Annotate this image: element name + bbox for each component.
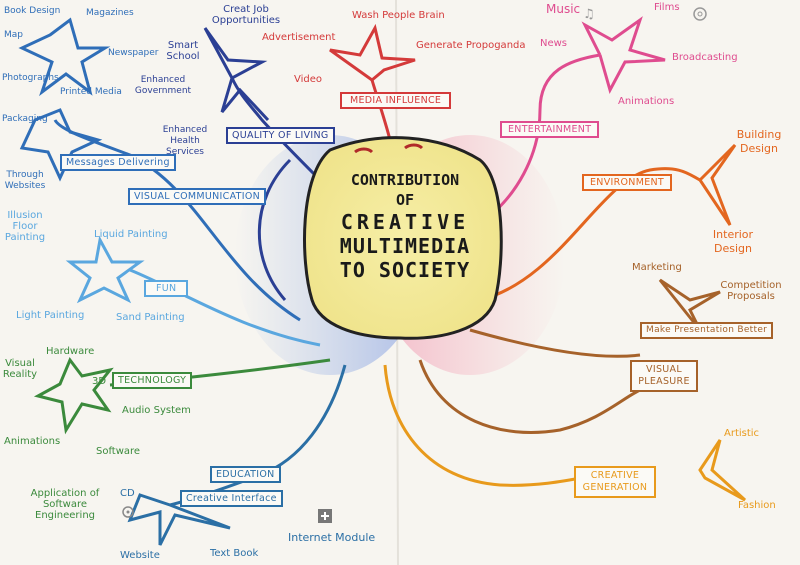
text-book-label: Text Book (210, 548, 259, 559)
animations-green-label: Animations (4, 436, 61, 447)
internet-module-label: Internet Module (288, 531, 376, 544)
center-title: CONTRIBUTION OF CREATIVE MULTIMEDIA TO S… (316, 170, 494, 282)
news-label: News (540, 38, 568, 49)
center-line-3: CREATIVE (340, 210, 470, 234)
environment-box: ENVIRONMENT (582, 174, 673, 191)
fun-box: FUN (144, 280, 189, 297)
entertainment-box: ENTERTAINMENT (500, 121, 600, 138)
3d-label: 3D (92, 376, 107, 387)
newspaper-label: Newspaper (108, 48, 159, 58)
visual-communication-box: VISUAL COMMUNICATION (128, 188, 267, 205)
quality-of-living-box: QUALITY OF LIVING (226, 127, 335, 144)
messages-delivering-box: Messages Delivering (60, 154, 176, 171)
music-label: Music (546, 2, 581, 16)
enhanced-government-label: Enhanced Government (134, 75, 192, 96)
creative-interface-box: Creative Interface (180, 490, 283, 507)
competition-proposals-label: Competition Proposals (720, 280, 782, 302)
right-eye-mark (404, 143, 424, 150)
wash-people-brain-label: Wash People Brain (352, 10, 445, 21)
visual-pleasure-box: VISUAL PLEASURE (630, 360, 698, 392)
music-note-icon: ♫ (583, 7, 595, 22)
enhanced-health-label: Enhanced Health Services (162, 125, 208, 157)
fashion-label: Fashion (738, 500, 776, 511)
video-label: Video (294, 74, 323, 85)
light-painting-label: Light Painting (16, 310, 85, 321)
center-line-5: TO SOCIETY (339, 258, 471, 282)
artistic-label: Artistic (724, 428, 760, 439)
branch-education (127, 364, 347, 546)
packaging-label: Packaging (2, 114, 48, 124)
animations-pink-label: Animations (618, 96, 675, 107)
branch-media-influence (329, 23, 416, 141)
make-presentation-better-box: Make Presentation Better (640, 322, 774, 339)
branch-entertainment (469, 16, 666, 232)
audio-system-label: Audio System (122, 405, 191, 416)
hardware-label: Hardware (46, 346, 95, 357)
book-design-label: Book Design (4, 6, 61, 16)
center-line-4: MULTIMEDIA (339, 234, 471, 258)
branch-technology (33, 357, 331, 435)
cd-icon (122, 506, 134, 518)
branch-visual-pleasure (418, 278, 721, 434)
job-opportunities-label: Creat Job Opportunities (211, 4, 281, 26)
cd-label: CD (120, 488, 135, 499)
branch-quality-of-living (203, 27, 332, 301)
magazines-label: Magazines (86, 8, 134, 18)
creative-generation-box: CREATIVE GENERATION (574, 466, 656, 498)
map-label: Map (4, 30, 23, 40)
generate-propoganda-label: Generate Propoganda (416, 40, 526, 51)
app-software-engineering-label: Application of Software Engineering (30, 488, 100, 521)
sand-painting-label: Sand Painting (116, 312, 185, 323)
center-line-2: OF (395, 191, 415, 209)
building-design-label: Building Design (736, 128, 782, 155)
printed-media-label: Printed Media (60, 87, 122, 97)
education-box: EDUCATION (210, 466, 281, 483)
through-websites-label: Through Websites (4, 170, 46, 191)
films-label: Films (654, 2, 680, 13)
photographs-label: Photographs (2, 73, 59, 83)
branch-fun (65, 235, 321, 347)
marketing-label: Marketing (632, 262, 682, 273)
left-eye-mark (354, 147, 374, 154)
center-blob (303, 136, 503, 340)
media-influence-box: MEDIA INFLUENCE (340, 92, 452, 109)
center-line-1: CONTRIBUTION (350, 171, 460, 189)
visual-reality-label: Visual Reality (2, 358, 38, 380)
liquid-painting-label: Liquid Painting (94, 229, 168, 240)
website-label: Website (120, 550, 160, 561)
smart-school-label: Smart School (166, 40, 200, 62)
software-label: Software (96, 446, 141, 457)
illusion-floor-painting-label: Illusion Floor Painting (4, 210, 46, 243)
broadcasting-label: Broadcasting (672, 52, 738, 63)
film-reel-icon (693, 7, 707, 21)
interior-design-label: Interior Design (712, 228, 754, 255)
advertisement-label: Advertisement (262, 32, 336, 43)
technology-box: TECHNOLOGY (112, 372, 193, 389)
